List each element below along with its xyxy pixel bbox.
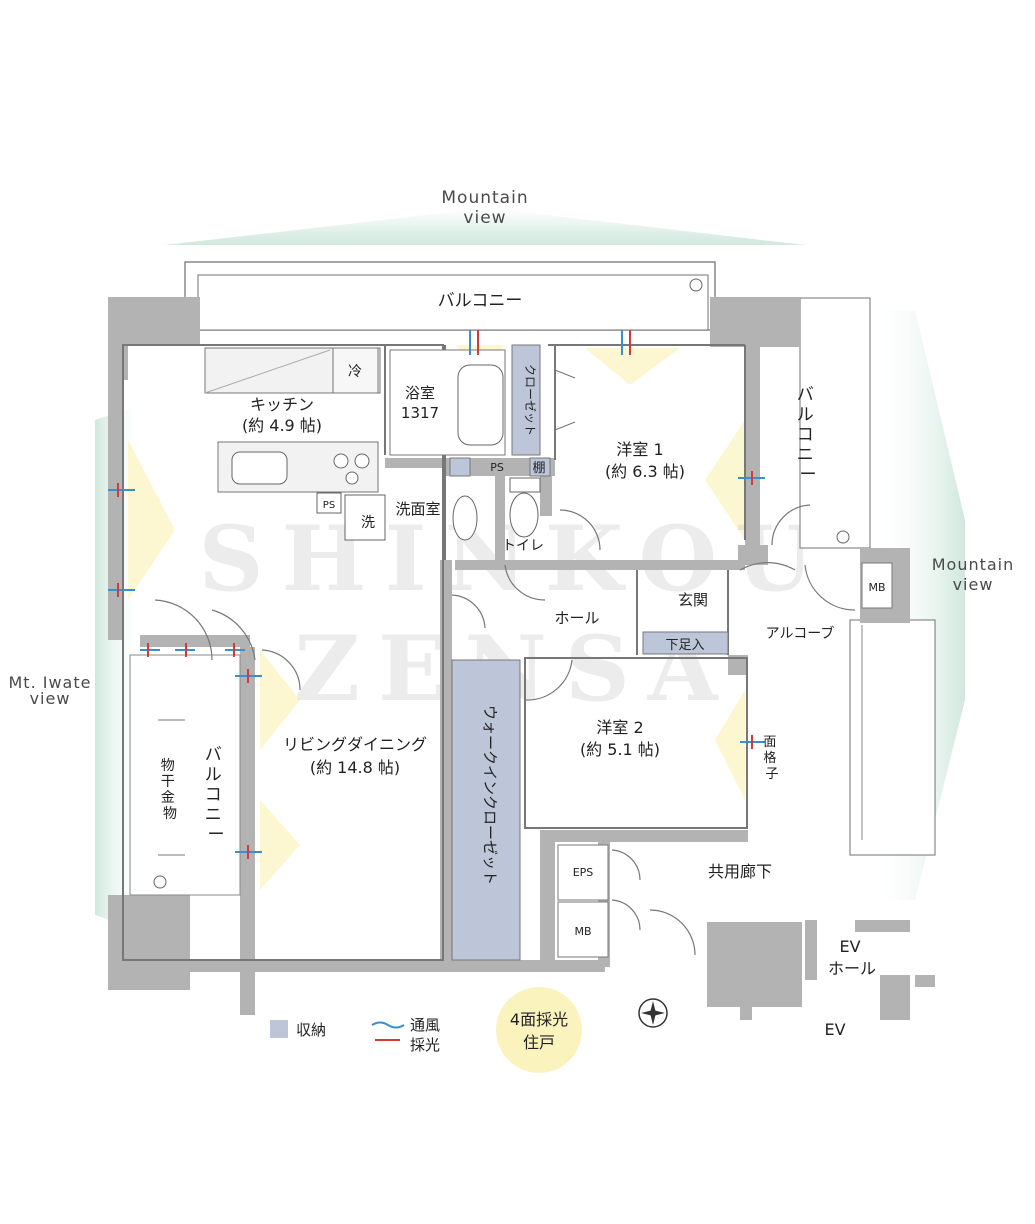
washer-label: 洗 — [361, 515, 375, 531]
right-balcony-rail — [849, 619, 936, 856]
stove-icon — [354, 453, 370, 469]
shoe-storage-label: 下足入 — [665, 638, 704, 653]
top-balcony-label: バルコニー — [438, 291, 523, 311]
storage-legend-label: 収納 — [296, 1021, 326, 1039]
entrance-label: 玄関 — [678, 591, 708, 609]
lattice-label: 面 格 子 — [763, 735, 780, 782]
bath-size-label: 1317 — [401, 404, 439, 422]
washbasin-icon — [452, 495, 478, 541]
eps-label: EPS — [573, 866, 594, 879]
left-view-label-2: view — [30, 689, 71, 708]
western1-area-label: (約 6.3 帖) — [605, 462, 685, 481]
watermark-line-1: SHINKOU — [198, 506, 831, 612]
badge-line-2: 住戸 — [523, 1033, 555, 1052]
fridge-label: 冷 — [348, 364, 362, 380]
western2-area-label: (約 5.1 帖) — [580, 740, 660, 759]
corridor-label: 共用廊下 — [708, 862, 772, 881]
bath-label: 浴室 — [405, 384, 435, 402]
drain-icon — [836, 530, 850, 544]
western1-label: 洋室 1 — [616, 440, 663, 459]
right-balcony-label: バ ル コ ニ ー — [797, 385, 819, 485]
right-view-label-2: view — [953, 575, 994, 594]
drain-icon — [689, 278, 703, 292]
toilet-label: トイレ — [502, 538, 544, 554]
eps-box — [557, 844, 609, 901]
mb-right-label: MB — [868, 581, 885, 594]
sink-icon — [231, 451, 288, 485]
compass-icon — [638, 998, 668, 1028]
hall-label: ホール — [554, 609, 599, 627]
stove-icon — [333, 453, 349, 469]
kitchen-label: キッチン — [250, 395, 314, 414]
vent-daylight-markers — [108, 330, 765, 859]
stove-icon — [345, 471, 359, 485]
ev-label: EV — [824, 1020, 845, 1039]
badge-line-1: 4面採光 — [510, 1010, 568, 1029]
partitions — [122, 344, 748, 961]
ev-hall-label-1: EV — [839, 937, 860, 956]
mb-right-box — [861, 562, 893, 609]
western2-label: 洋室 2 — [596, 718, 643, 737]
ventilation-legend-label: 通風 — [410, 1016, 440, 1034]
living-area-label: (約 14.8 帖) — [310, 758, 400, 777]
walkin-closet-label: ウォークインクローゼット — [481, 705, 499, 885]
top-view-fan — [165, 208, 805, 245]
closet-label: クローゼット — [523, 364, 537, 436]
bathtub-icon — [457, 364, 504, 446]
ps-label: PS — [490, 461, 504, 474]
laundry-rack-label: 物 干 金 物 — [161, 758, 179, 822]
mb-lower-box — [557, 901, 609, 958]
right-view-label-1: Mountain — [932, 555, 1015, 574]
door-swings — [154, 369, 856, 956]
daylight-legend-label: 採光 — [410, 1036, 440, 1054]
drain-icon — [153, 875, 167, 889]
ps-kitchen-label: PS — [323, 500, 335, 511]
ev-hall-label-2: ホール — [828, 959, 876, 978]
shelf-label: 棚 — [532, 461, 545, 476]
left-balcony-label: バ ル コ ニ ー — [205, 745, 227, 845]
top-view-label-1: Mountain — [441, 188, 528, 208]
alcove-label: アルコーブ — [766, 625, 835, 642]
right-balcony-outline — [799, 297, 871, 549]
ps-kitchen-box — [316, 492, 342, 514]
kitchen-area-label: (約 4.9 帖) — [242, 416, 322, 435]
washer-box — [344, 494, 386, 541]
fridge-box — [332, 347, 379, 394]
top-view-label-2: view — [463, 208, 506, 228]
four-side-light-badge — [496, 987, 582, 1073]
toilet-icon — [509, 492, 539, 538]
mb-lower-label: MB — [574, 925, 591, 938]
living-label: リビングダイニング — [283, 735, 427, 754]
left-view-label-1: Mt. Iwate — [9, 673, 92, 692]
toilet-tank-icon — [509, 477, 541, 493]
washroom-label: 洗面室 — [395, 500, 440, 518]
ventilation-legend-icon — [371, 1021, 405, 1029]
storage-legend-swatch — [270, 1020, 288, 1038]
storage-areas — [449, 344, 729, 961]
top-balcony-inner — [197, 274, 709, 331]
